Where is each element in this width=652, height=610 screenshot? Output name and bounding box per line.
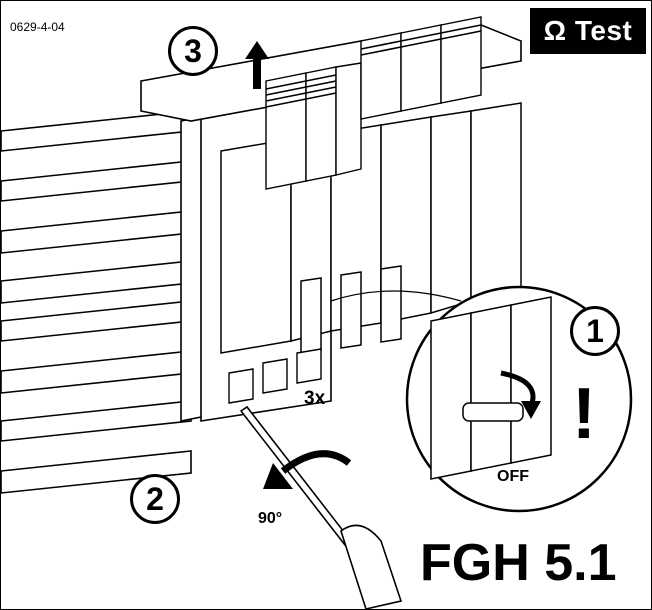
breaker-modules [220,102,522,354]
screwdriver [239,405,403,609]
din-rail [1,110,192,494]
angle-label: 90° [258,510,283,527]
rotate-down-arrow-icon [500,370,541,419]
step-2-marker: 2 [130,474,180,524]
arrow-up-icon [245,41,269,89]
step-3-marker: 3 [168,26,218,76]
warning-icon: ! [572,374,596,454]
switch-state-label: OFF [497,468,529,485]
terminal-clamps [228,348,322,404]
model-label: FGH 5.1 [420,534,617,592]
step-1-marker: 1 [570,306,620,356]
figure-code: 0629-4-04 [10,20,65,34]
count-label: 3x [304,388,326,409]
omega-test-badge: Ω Test [530,8,646,54]
fuse-inserts [265,16,482,190]
rotate-arrow-icon [263,450,352,489]
